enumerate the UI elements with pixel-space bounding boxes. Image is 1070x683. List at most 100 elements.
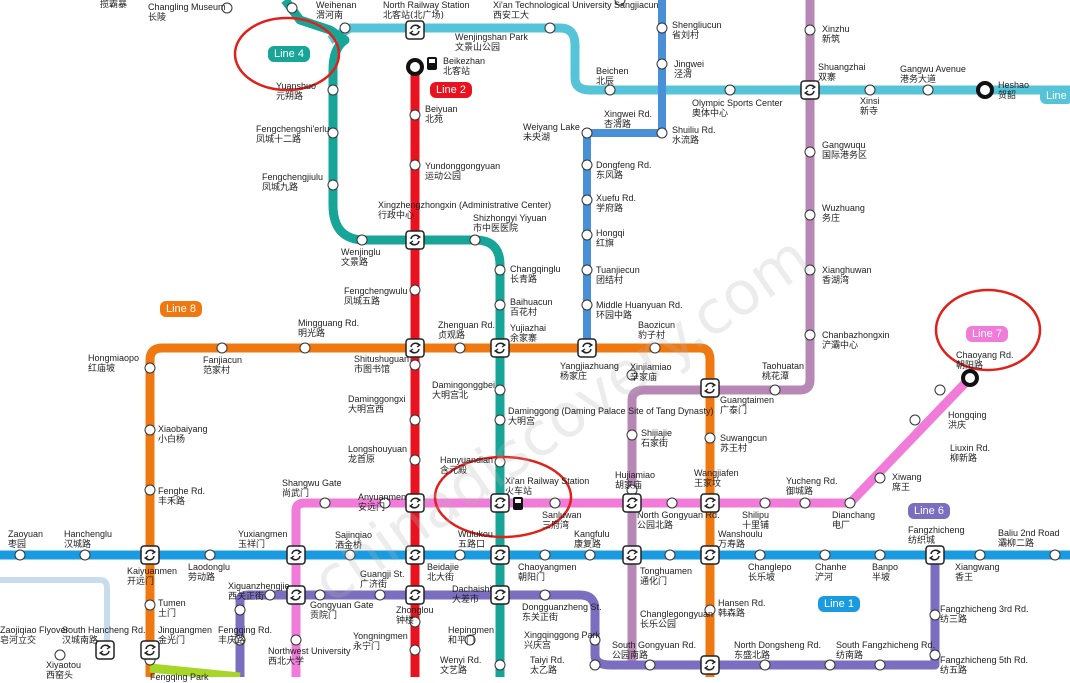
station-dot[interactable] xyxy=(469,234,481,246)
station-dot[interactable] xyxy=(604,84,616,96)
station-label-fenghe[interactable]: Fenghe Rd.丰禾路 xyxy=(158,486,205,508)
station-label-taiyi[interactable]: Taiyi Rd.太乙路 xyxy=(530,655,565,677)
station-dot[interactable] xyxy=(644,659,656,671)
station-dot[interactable] xyxy=(649,342,661,354)
terminus-icon[interactable] xyxy=(976,81,994,99)
station-label-yucheng[interactable]: Yucheng Rd.御城路 xyxy=(786,476,838,498)
station-dot[interactable] xyxy=(929,609,941,621)
station-dot[interactable] xyxy=(804,146,816,158)
station-dot[interactable] xyxy=(464,634,476,646)
station-dot[interactable] xyxy=(290,634,302,646)
station-dot[interactable] xyxy=(581,264,593,276)
station-label-south-gongyuan[interactable]: South Gongyuan Rd.公园南路 xyxy=(612,640,696,662)
station-dot[interactable] xyxy=(804,329,816,341)
station-dot[interactable] xyxy=(804,24,816,36)
station-label-dongfeng[interactable]: Dongfeng Rd.东风路 xyxy=(596,160,652,182)
station-dot[interactable] xyxy=(264,589,276,601)
station-label-mingguang[interactable]: Mingguang Rd.明光路 xyxy=(298,318,359,340)
station-dot[interactable] xyxy=(581,299,593,311)
station-label-north-gongyuan[interactable]: North Gongyuan Rd.公园北路 xyxy=(637,510,720,532)
station-dot[interactable] xyxy=(319,497,331,509)
station-dot[interactable] xyxy=(204,549,216,561)
transfer-icon[interactable] xyxy=(405,545,425,565)
station-dot[interactable] xyxy=(494,456,506,468)
station-dot[interactable] xyxy=(799,497,811,509)
transfer-icon[interactable] xyxy=(622,545,642,565)
station-dot[interactable] xyxy=(356,234,368,246)
station-dot[interactable] xyxy=(874,472,886,484)
station-label-hansen[interactable]: Hansen Rd.韩森路 xyxy=(718,598,766,620)
station-label-shuiliu[interactable]: Shuiliu Rd.水流路 xyxy=(672,125,716,147)
station-dot[interactable] xyxy=(581,194,593,206)
station-dot[interactable] xyxy=(339,22,351,34)
station-label-zhenguan[interactable]: Zhenguan Rd.贞观路 xyxy=(438,320,495,342)
station-dot[interactable] xyxy=(79,549,91,561)
transfer-icon[interactable] xyxy=(577,338,597,358)
station-dot[interactable] xyxy=(754,549,766,561)
station-dot[interactable] xyxy=(589,634,601,646)
station-dot[interactable] xyxy=(409,284,421,296)
station-dot[interactable] xyxy=(584,549,596,561)
transfer-icon[interactable] xyxy=(405,20,425,40)
station-dot[interactable] xyxy=(581,127,593,139)
station-dot[interactable] xyxy=(656,58,668,70)
station-dot[interactable] xyxy=(589,659,601,671)
station-dot[interactable] xyxy=(299,342,311,354)
station-dot[interactable] xyxy=(409,616,421,628)
transfer-icon[interactable] xyxy=(700,655,720,675)
station-dot[interactable] xyxy=(409,644,421,656)
station-dot[interactable] xyxy=(581,229,593,241)
station-label-south-fangzhi[interactable]: South Fangzhicheng Rd.纺南路 xyxy=(836,640,935,662)
station-dot[interactable] xyxy=(494,384,506,396)
station-label-liuxin[interactable]: Liuxin Rd.柳新路 xyxy=(950,443,990,465)
station-dot[interactable] xyxy=(327,127,339,139)
station-dot[interactable] xyxy=(626,369,638,381)
station-dot[interactable] xyxy=(929,649,941,661)
station-dot[interactable] xyxy=(494,659,506,671)
station-dot[interactable] xyxy=(804,264,816,276)
station-dot[interactable] xyxy=(974,549,986,561)
station-dot[interactable] xyxy=(824,659,836,671)
station-label-guangji[interactable]: Guangji St.广济街 xyxy=(360,569,405,591)
station-dot[interactable] xyxy=(664,549,676,561)
station-label-damingong[interactable]: Daminggong (Daming Palace Site of Tang D… xyxy=(508,406,713,428)
transfer-icon[interactable] xyxy=(490,585,510,605)
